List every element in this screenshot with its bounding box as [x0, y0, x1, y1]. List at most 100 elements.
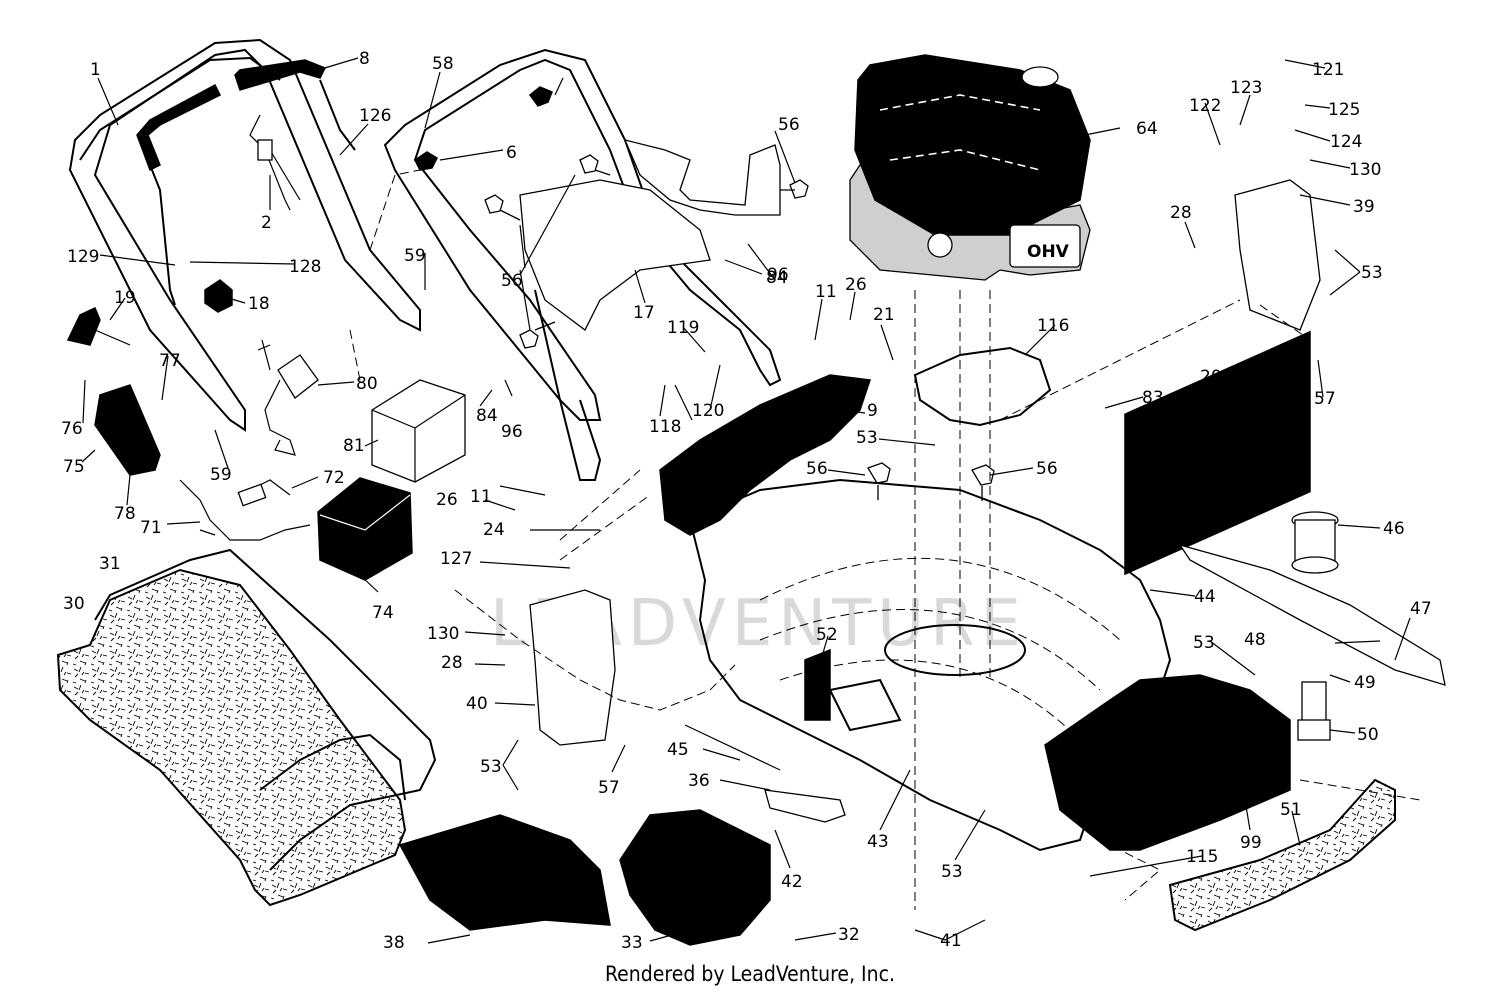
- part-label: 53: [941, 862, 963, 882]
- part-label: 32: [838, 925, 860, 945]
- part-label: 41: [940, 931, 962, 951]
- bolt-50-drawing: [1301, 681, 1327, 723]
- part-label: 56: [1036, 459, 1058, 479]
- part-label: 36: [688, 771, 710, 791]
- part-label: 43: [867, 832, 889, 852]
- part-label: 85: [1171, 410, 1193, 430]
- part-label: 124: [1330, 132, 1362, 152]
- part-label: 130: [1349, 160, 1381, 180]
- switch-78-drawing: [94, 384, 161, 476]
- part-label: 71: [140, 518, 162, 538]
- part-label: 118: [649, 417, 681, 437]
- part-label: 52: [816, 625, 838, 645]
- part-label: 46: [1383, 519, 1405, 539]
- engine-64-drawing: OHV: [849, 54, 1091, 281]
- knob-6a-drawing: [414, 151, 438, 171]
- part-label: 38: [383, 933, 405, 953]
- part-label: 19: [114, 288, 136, 308]
- part-label: 48: [1244, 630, 1266, 650]
- part-label: 45: [667, 740, 689, 760]
- part-label: 53: [480, 757, 502, 777]
- part-label: 99: [1240, 833, 1262, 853]
- part-label: 127: [440, 549, 472, 569]
- part-labels: 1 2 6 8 9 11 11 17 18 19 20 21 24 26 26 …: [61, 49, 1432, 953]
- part-label: 20: [1200, 367, 1222, 387]
- part-label: 11: [470, 487, 492, 507]
- footer-credit: Rendered by LeadVenture, Inc.: [605, 962, 895, 986]
- top-bracket-drawing: [623, 139, 781, 216]
- part-label: 128: [289, 257, 321, 277]
- axle-45-drawing: [684, 724, 781, 771]
- plate-40-drawing: [529, 589, 616, 746]
- knob-18-drawing: [204, 279, 233, 313]
- part-label: 56: [501, 271, 523, 291]
- part-label: 75: [63, 457, 85, 477]
- key-19-drawing: [66, 306, 101, 346]
- part-label: 77: [159, 351, 181, 371]
- part-label: 44: [1194, 587, 1216, 607]
- part-label: 122: [1189, 96, 1221, 116]
- part-label: 57: [1314, 389, 1336, 409]
- part-label: 83: [1142, 388, 1164, 408]
- part-label: 28: [441, 653, 463, 673]
- part-label: 120: [692, 401, 724, 421]
- part-label: 126: [359, 106, 391, 126]
- part-label: 96: [501, 422, 523, 442]
- part-label: 56: [778, 115, 800, 135]
- part-label: 125: [1328, 100, 1360, 120]
- part-label: 76: [61, 419, 83, 439]
- cable-drawing: [249, 114, 301, 211]
- part-label: 2: [261, 213, 272, 233]
- engine-badge: OHV: [1027, 242, 1070, 262]
- chute-38-drawing: [398, 814, 611, 931]
- part-label: 119: [667, 318, 699, 338]
- charger-80-drawing: [257, 339, 319, 456]
- assembly-lines: [349, 169, 1421, 910]
- part-label: 81: [343, 436, 365, 456]
- part-label: 26: [845, 275, 867, 295]
- battery-box-81-drawing: [371, 379, 466, 483]
- part-label: 130: [427, 624, 459, 644]
- part-label: 64: [1136, 119, 1158, 139]
- part-label: 53: [856, 428, 878, 448]
- front-cover-99-drawing: [1044, 674, 1291, 851]
- part-label: 6: [506, 143, 517, 163]
- upper-handle-drawing: [136, 59, 356, 306]
- wire-harness-71-drawing: [179, 479, 311, 541]
- mulch-plug-20-drawing: [1124, 330, 1311, 576]
- bolts-56-drawing: [484, 154, 995, 501]
- part-label: 42: [781, 872, 803, 892]
- part-label: 40: [466, 694, 488, 714]
- part-label: 33: [621, 933, 643, 953]
- cable-clip-drawing: [257, 139, 273, 161]
- deflector-17-drawing: [519, 179, 711, 331]
- leader-lines: [81, 57, 1411, 944]
- part-label: 9: [867, 401, 878, 421]
- chute-33-drawing: [619, 809, 771, 946]
- part-label: 49: [1354, 673, 1376, 693]
- part-label: 39: [1353, 197, 1375, 217]
- part-label: 74: [372, 603, 394, 623]
- part-label: 56: [806, 459, 828, 479]
- part-label: 58: [432, 54, 454, 74]
- rear-shield-9-drawing: [659, 374, 872, 536]
- part-label: 28: [1170, 203, 1192, 223]
- lower-handle-drawing: [68, 38, 421, 432]
- part-label: 78: [114, 504, 136, 524]
- part-label: 17: [633, 303, 655, 323]
- part-label: 1: [90, 60, 101, 80]
- bag-frame-31-drawing: [94, 548, 437, 871]
- grass-bag-30-drawing: [56, 568, 407, 907]
- part-label: 47: [1410, 599, 1432, 619]
- part-label: 59: [210, 465, 232, 485]
- part-label: 80: [356, 374, 378, 394]
- part-label: 121: [1312, 60, 1344, 80]
- part-label: 72: [323, 468, 345, 488]
- part-label: 59: [404, 246, 426, 266]
- part-label: 84: [476, 406, 498, 426]
- part-label: 84: [766, 268, 788, 288]
- part-label: 31: [99, 554, 121, 574]
- knob-6b-drawing: [528, 86, 553, 107]
- part-label: 129: [67, 247, 99, 267]
